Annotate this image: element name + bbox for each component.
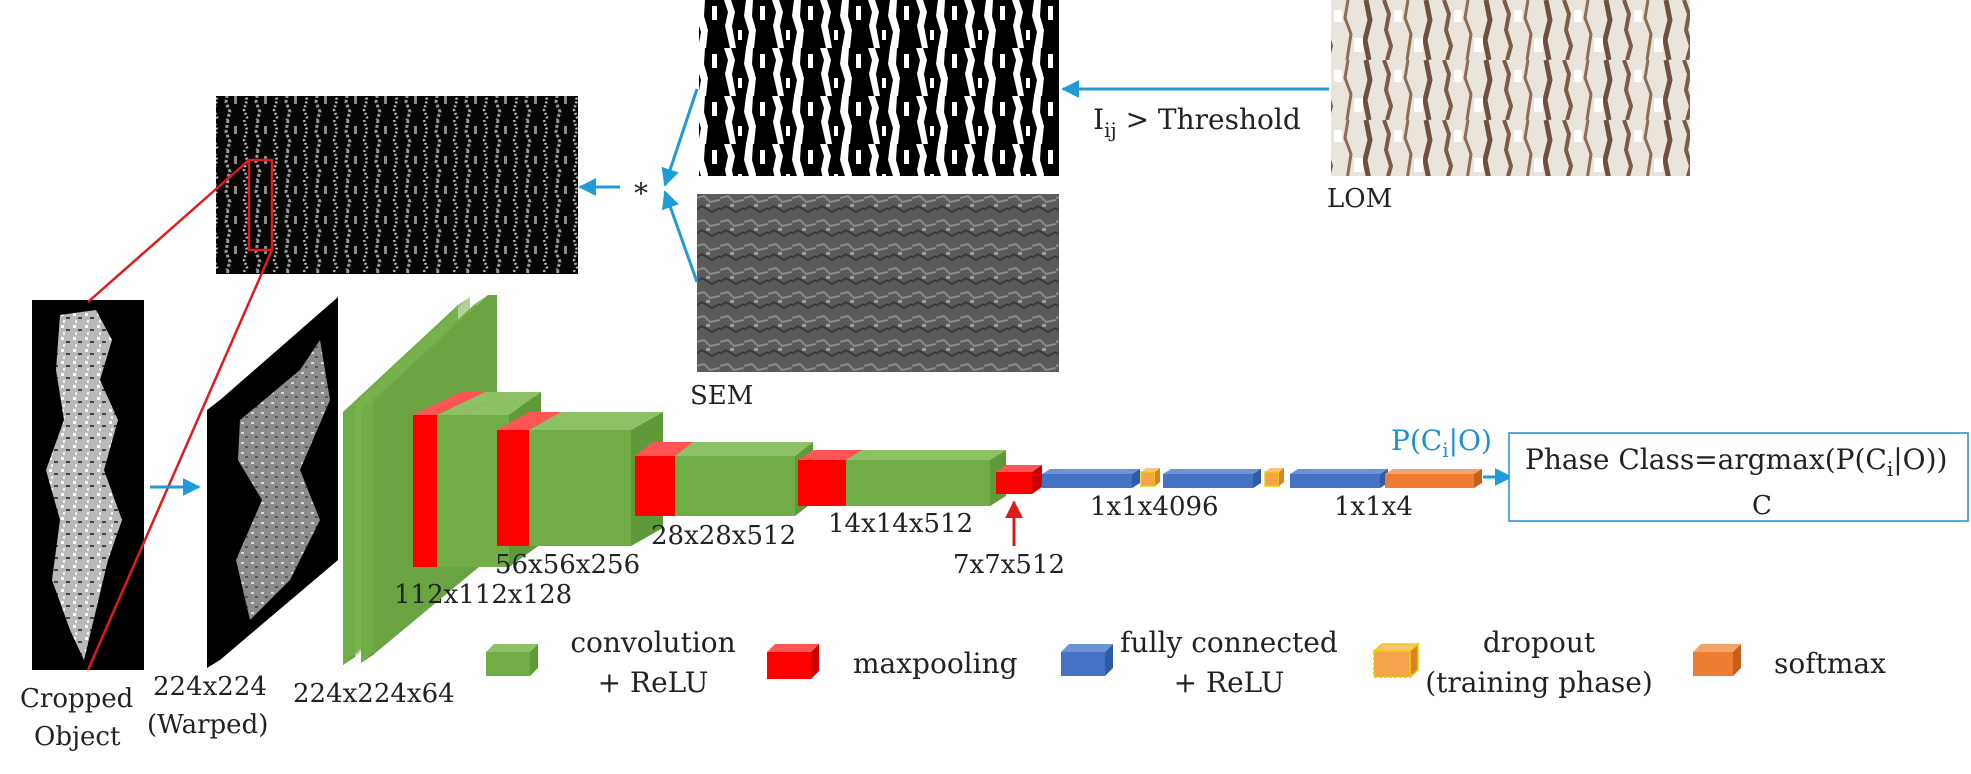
legend-conv-label-line2: + ReLU <box>598 666 709 699</box>
conv4-size-label: 28x28x512 <box>651 521 796 551</box>
lom-label: LOM <box>1327 184 1392 214</box>
legend-fc-label-line1: fully connected <box>1120 626 1338 659</box>
legend-fc-label-line2: + ReLU <box>1174 666 1285 699</box>
fc-size-label: 1x1x4096 <box>1090 492 1219 522</box>
binary-mask-image <box>699 0 1059 176</box>
fc3-block <box>1290 469 1388 488</box>
crop-region-marker <box>247 158 274 252</box>
conv5-block <box>846 450 1006 506</box>
softmax-size-label: 1x1x4 <box>1334 492 1413 522</box>
conv2-size-label: 112x112x128 <box>394 580 572 610</box>
probability-label: P(Ci|O) <box>1391 424 1492 462</box>
lom-micrograph <box>1331 0 1690 176</box>
legend-softmax-swatch <box>1693 644 1741 676</box>
legend-fc-swatch <box>1061 644 1113 676</box>
fc2-block <box>1163 469 1261 488</box>
conv4-block <box>675 442 813 516</box>
legend-pool-label: maxpooling <box>853 647 1018 680</box>
legend: convolution + ReLU maxpooling fully conn… <box>486 626 1886 699</box>
threshold-label: Iij > Threshold <box>1093 103 1301 142</box>
sem-label: SEM <box>690 381 753 411</box>
warped-grain-shape <box>236 340 330 620</box>
legend-softmax-label: softmax <box>1774 647 1886 680</box>
sem-to-multiply-line <box>661 190 699 283</box>
warped-panel-side <box>207 400 220 668</box>
legend-dropout-label-line1: dropout <box>1483 626 1596 659</box>
multiply-operator: * <box>634 177 648 210</box>
cropped-grain-shape <box>46 310 122 660</box>
softmax-block <box>1385 469 1482 488</box>
dropout2-block <box>1264 468 1284 487</box>
pool5-size-label: 7x7x512 <box>953 550 1065 580</box>
legend-dropout-label-line2: (training phase) <box>1425 666 1653 699</box>
crop-zoom-line-bottom <box>86 249 274 671</box>
conv5-size-label: 14x14x512 <box>828 509 973 539</box>
crop-zoom-line-top <box>87 159 250 303</box>
phase-class-formula: Phase Class=argmax(P(Ci|O)) <box>1525 443 1947 481</box>
conv1-size-label: 224x224x64 <box>293 679 455 709</box>
legend-conv-swatch <box>486 644 538 676</box>
masked-sem-image <box>216 96 578 274</box>
warped-label-line2: (Warped) <box>147 710 268 740</box>
conv3-size-label: 56x56x256 <box>495 550 640 580</box>
sem-micrograph <box>697 194 1059 372</box>
binary-to-multiply-line <box>661 88 699 187</box>
cropped-label-line1: Cropped <box>20 684 133 714</box>
warped-label-line1: 224x224 <box>153 672 267 702</box>
fc1-block <box>1042 469 1140 488</box>
legend-pool-swatch <box>767 644 819 679</box>
dropout1-block <box>1140 468 1160 487</box>
pool5-block <box>996 465 1042 494</box>
cropped-label-line2: Object <box>34 722 121 752</box>
legend-dropout-swatch <box>1372 642 1420 679</box>
phase-class-result: C <box>1752 491 1772 521</box>
legend-conv-label-line1: convolution <box>570 626 735 659</box>
phase-class-box <box>1508 432 1969 522</box>
